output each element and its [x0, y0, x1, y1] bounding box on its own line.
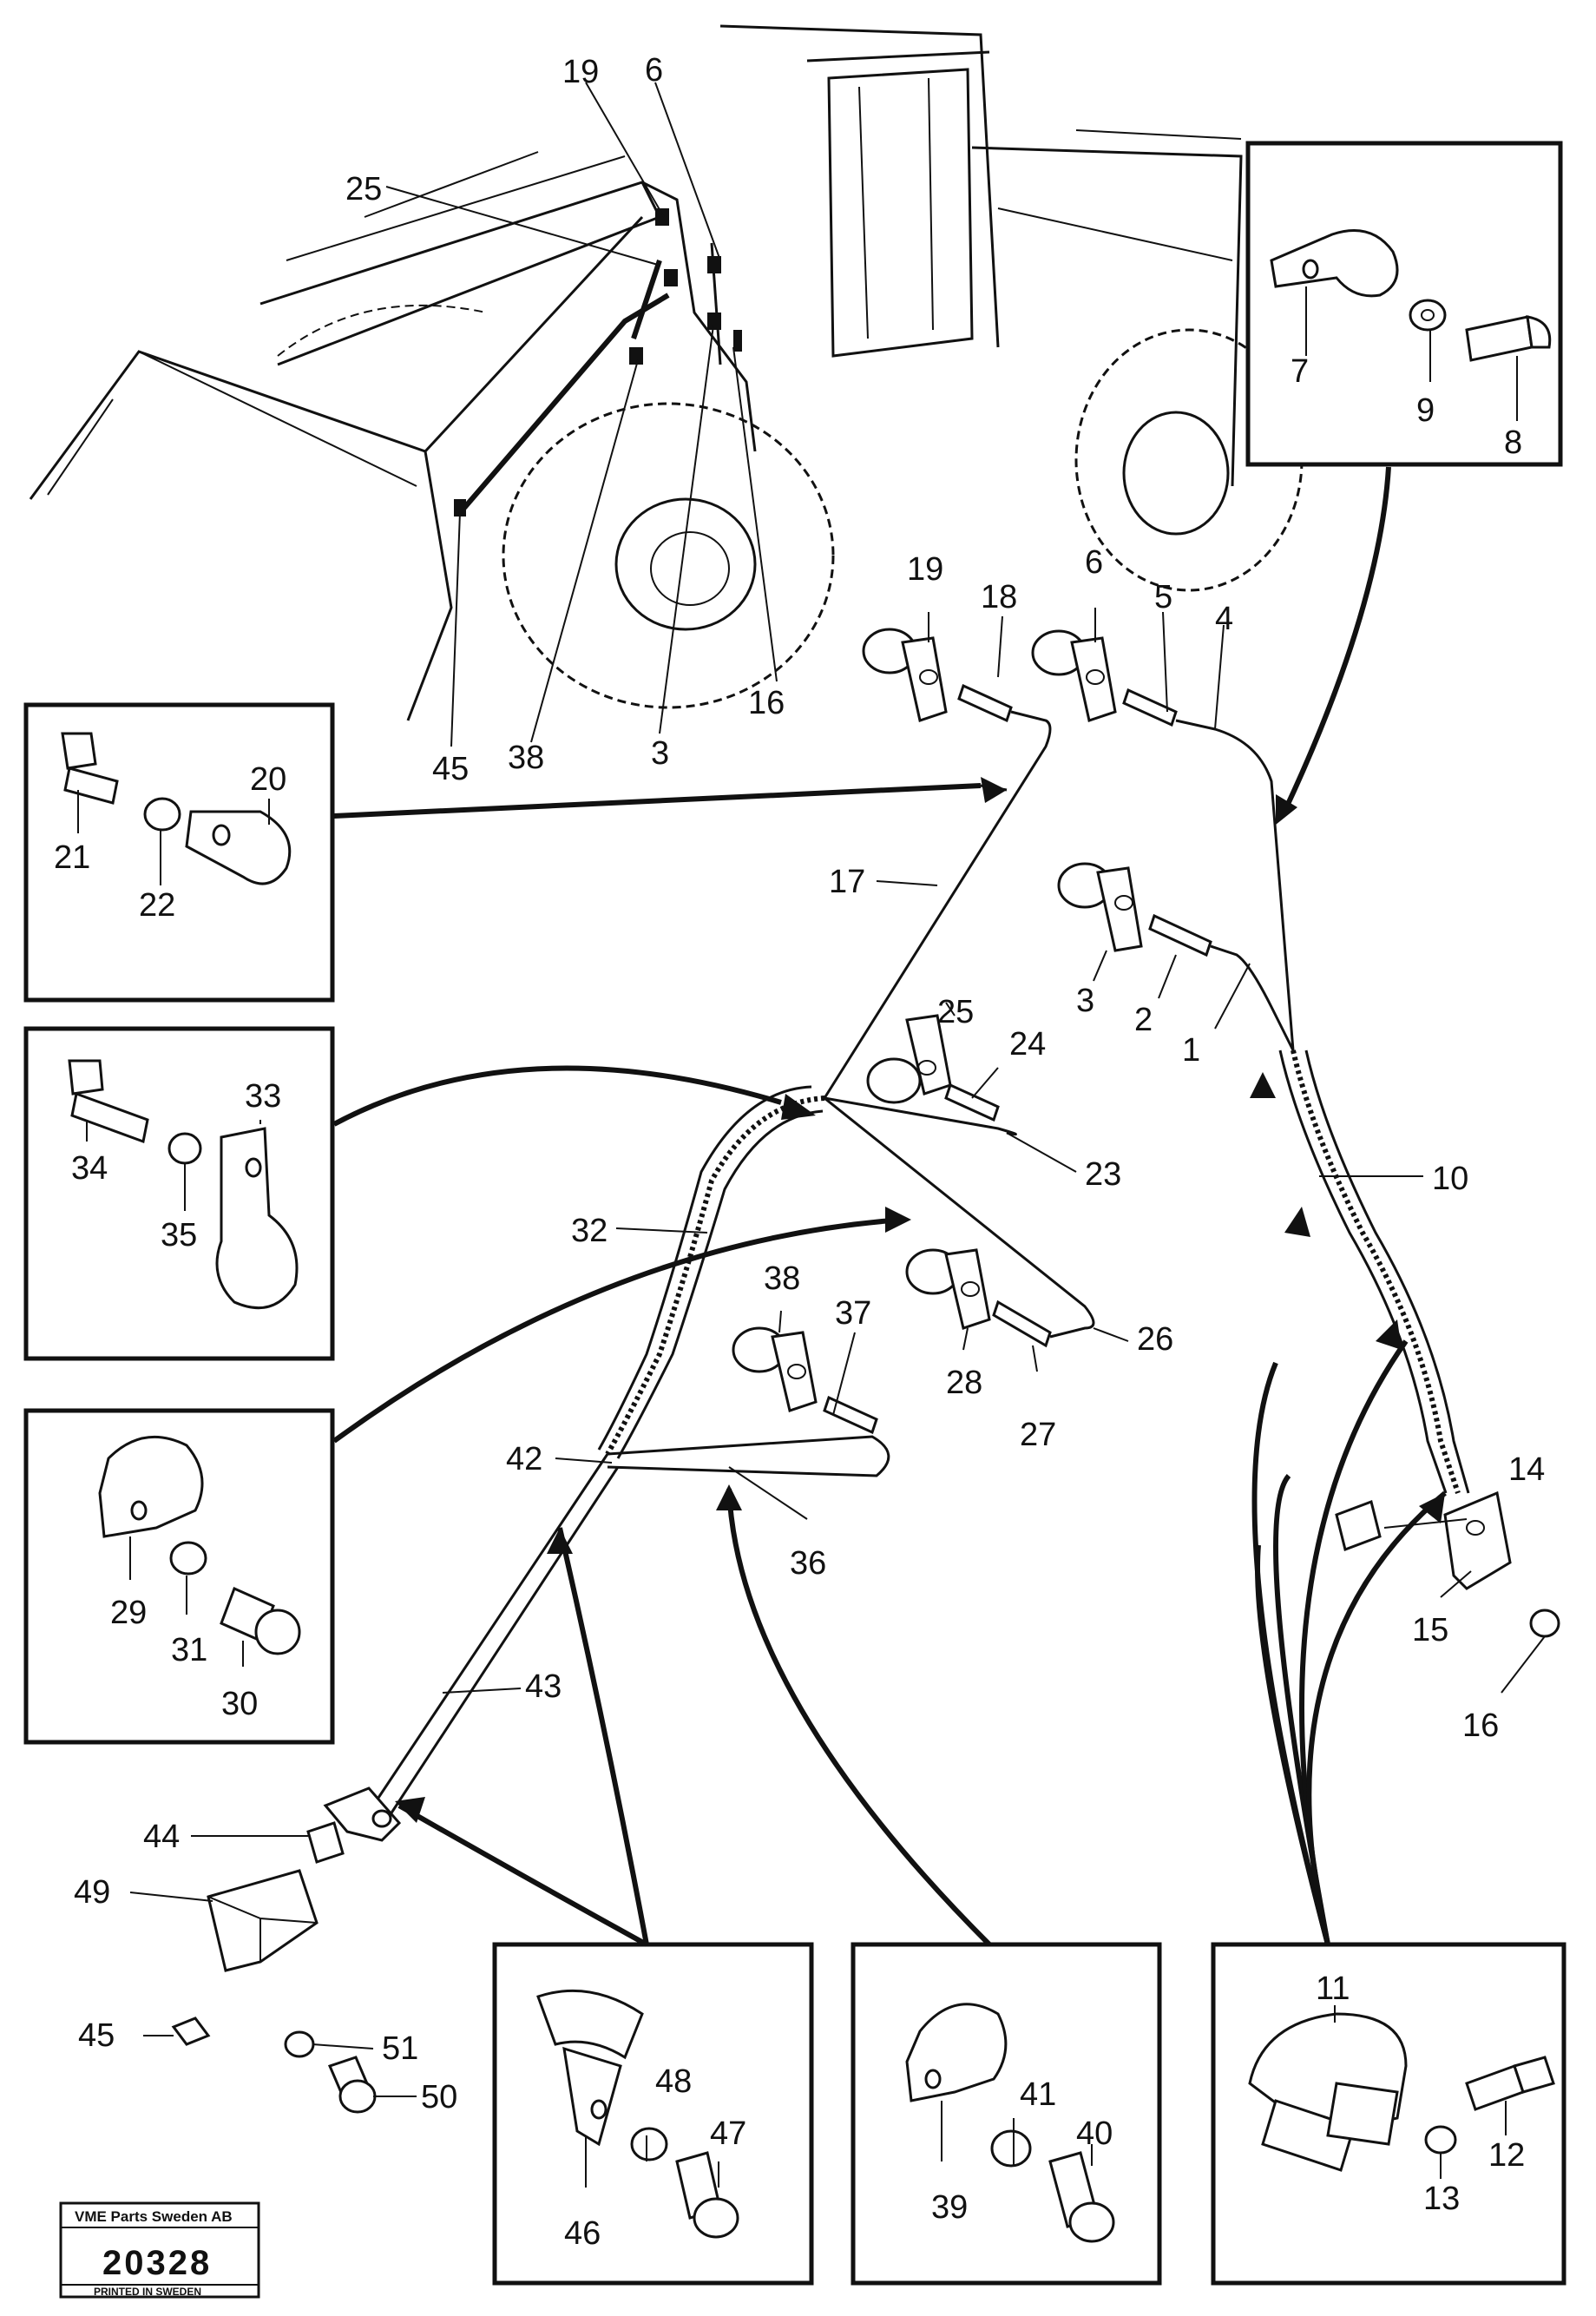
label-6b: 6 — [1085, 544, 1103, 581]
fitting-3 — [1057, 862, 1143, 952]
label-6: 6 — [645, 52, 663, 89]
label-16b: 16 — [1462, 1707, 1499, 1744]
label-37: 37 — [835, 1295, 871, 1332]
label-7: 7 — [1291, 353, 1309, 390]
label-22: 22 — [139, 887, 175, 924]
loader-machine-drawing — [29, 24, 1304, 747]
vme-stamp: VME Parts Sweden AB 20328 PRINTED IN SWE… — [59, 2201, 260, 2299]
label-42: 42 — [506, 1441, 542, 1477]
label-34: 34 — [71, 1150, 108, 1187]
label-38: 38 — [508, 740, 544, 776]
label-24: 24 — [1009, 1026, 1046, 1063]
label-45b: 45 — [78, 2017, 115, 2054]
label-2: 2 — [1134, 1002, 1153, 1038]
label-29: 29 — [110, 1595, 147, 1631]
label-19b: 19 — [907, 551, 943, 588]
label-19: 19 — [562, 54, 599, 90]
label-47: 47 — [710, 2115, 746, 2152]
label-44: 44 — [143, 1819, 180, 1855]
detail-box-clamp-46: 46 48 47 — [492, 1942, 814, 2286]
fitting-28 — [905, 1248, 991, 1330]
label-27: 27 — [1020, 1417, 1056, 1453]
label-15: 15 — [1412, 1612, 1448, 1648]
label-28: 28 — [946, 1365, 982, 1401]
grease-lines-assembly: 19 18 6 5 4 17 3 2 1 25 24 23 10 32 38 3… — [74, 544, 1560, 2115]
label-40: 40 — [1076, 2115, 1113, 2152]
label-20: 20 — [250, 761, 286, 798]
label-48: 48 — [655, 2063, 692, 2100]
stamp-number: 20328 — [102, 2244, 212, 2282]
label-11: 11 — [1316, 1971, 1350, 2007]
stamp-company: VME Parts Sweden AB — [75, 2208, 233, 2225]
label-1: 1 — [1182, 1032, 1200, 1069]
label-23: 23 — [1085, 1156, 1121, 1193]
label-17: 17 — [829, 864, 865, 900]
fitting-38 — [732, 1326, 818, 1412]
fitting-25 — [866, 1014, 952, 1104]
fitting-19 — [862, 628, 948, 722]
label-16: 16 — [748, 685, 785, 721]
label-51: 51 — [382, 2030, 418, 2067]
label-50: 50 — [421, 2079, 457, 2115]
detail-box-clamp-33: 34 35 33 — [23, 1026, 335, 1361]
label-25: 25 — [345, 171, 382, 207]
label-45: 45 — [432, 751, 469, 787]
label-46: 46 — [564, 2215, 601, 2252]
label-3b: 3 — [1076, 983, 1094, 1019]
label-18: 18 — [981, 579, 1017, 615]
label-35: 35 — [161, 1217, 197, 1253]
detail-box-clamp-11: 11 12 13 — [1211, 1942, 1566, 2286]
stamp-printed: PRINTED IN SWEDEN — [94, 2286, 201, 2298]
label-3: 3 — [651, 735, 669, 772]
label-30: 30 — [221, 1686, 258, 1722]
label-9: 9 — [1416, 392, 1435, 429]
label-38b: 38 — [764, 1260, 800, 1297]
label-33: 33 — [245, 1078, 281, 1115]
label-12: 12 — [1488, 2137, 1525, 2174]
detail-box-clamp-7: 7 9 8 — [1245, 141, 1563, 467]
label-14: 14 — [1508, 1451, 1545, 1488]
label-36: 36 — [790, 1545, 826, 1582]
label-49: 49 — [74, 1874, 110, 1911]
label-4: 4 — [1215, 601, 1233, 637]
label-21: 21 — [54, 839, 90, 876]
label-39: 39 — [931, 2189, 968, 2226]
label-25b: 25 — [937, 994, 974, 1030]
label-26: 26 — [1137, 1321, 1173, 1358]
label-32: 32 — [571, 1213, 608, 1249]
label-8: 8 — [1504, 424, 1522, 461]
label-41: 41 — [1020, 2076, 1056, 2113]
detail-box-clamp-39: 39 41 40 — [851, 1942, 1162, 2286]
detail-box-clamp-20: 21 22 20 — [23, 702, 335, 1003]
detail-box-clamp-29: 29 31 30 — [23, 1408, 335, 1745]
label-5: 5 — [1154, 579, 1172, 615]
label-31: 31 — [171, 1632, 207, 1668]
label-13: 13 — [1423, 2181, 1460, 2217]
connector-arrows — [332, 466, 1447, 1947]
label-43: 43 — [525, 1668, 562, 1705]
label-10: 10 — [1432, 1161, 1468, 1197]
fitting-6 — [1031, 629, 1117, 722]
